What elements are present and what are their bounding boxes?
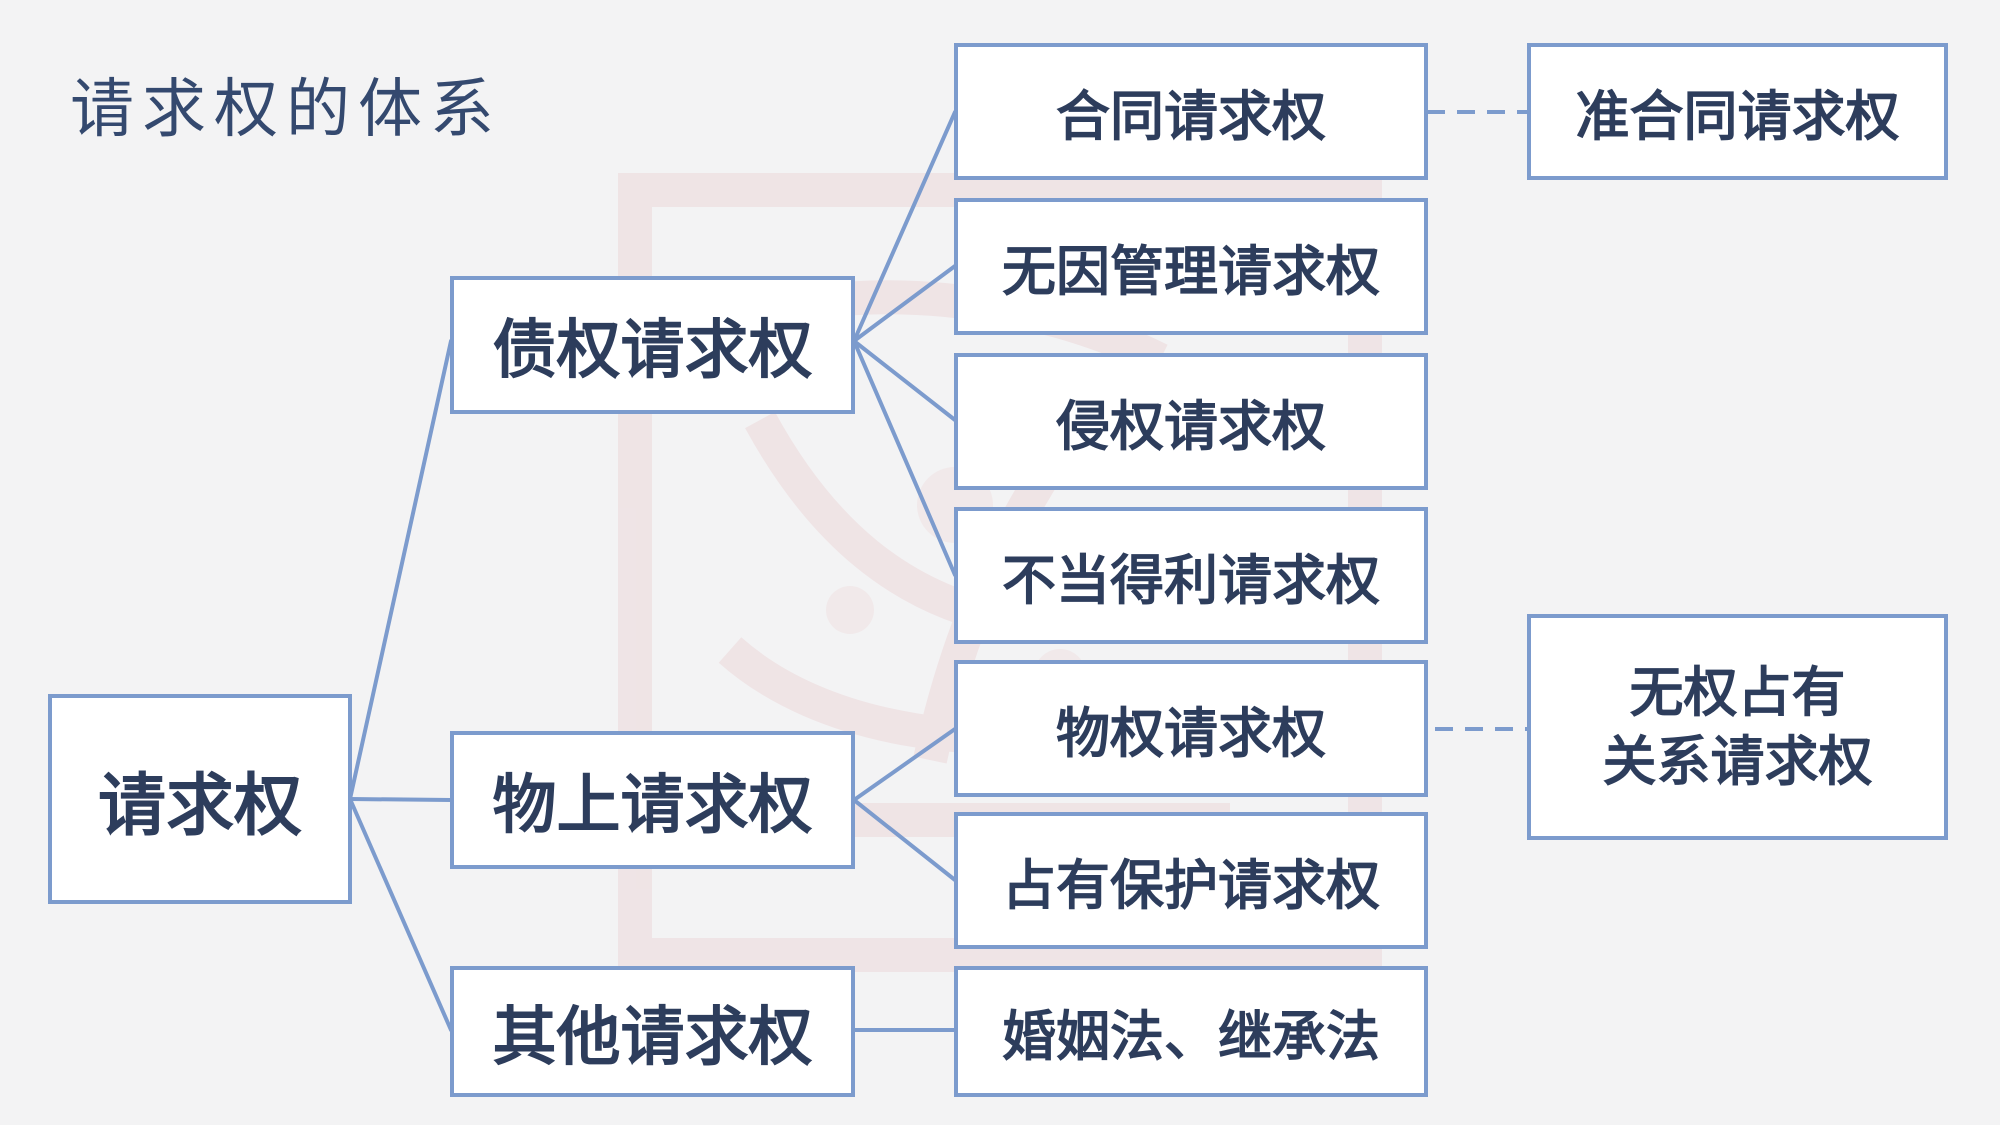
node-management: 无因管理请求权 <box>954 198 1428 335</box>
node-real: 物上请求权 <box>450 731 855 869</box>
node-enrichment-label: 不当得利请求权 <box>1002 549 1380 612</box>
line-debt-management <box>852 264 957 343</box>
node-unauthorized-line2: 关系请求权 <box>1602 730 1873 793</box>
node-property-label: 物权请求权 <box>1056 702 1326 765</box>
node-enrichment: 不当得利请求权 <box>954 507 1428 644</box>
node-possession-label: 占有保护请求权 <box>1002 854 1380 917</box>
node-property: 物权请求权 <box>954 660 1428 797</box>
node-possession: 占有保护请求权 <box>954 812 1428 949</box>
line-real-possession <box>852 798 957 882</box>
node-quasi-contract: 准合同请求权 <box>1527 43 1948 180</box>
line-root-debt <box>348 339 453 801</box>
line-real-property <box>852 727 957 802</box>
node-family-label: 婚姻法、继承法 <box>1002 1005 1380 1068</box>
line-root-real <box>348 797 453 802</box>
node-tort: 侵权请求权 <box>954 353 1428 490</box>
node-family: 婚姻法、继承法 <box>954 966 1428 1097</box>
node-unauthorized-line1: 无权占有 <box>1629 660 1846 724</box>
node-contract: 合同请求权 <box>954 43 1428 180</box>
node-root: 请求权 <box>48 694 352 904</box>
node-root-label: 请求权 <box>97 766 302 846</box>
line-debt-contract <box>852 110 957 343</box>
node-management-label: 无因管理请求权 <box>1002 240 1380 303</box>
node-other: 其他请求权 <box>450 966 855 1097</box>
page-title: 请求权的体系 <box>70 73 502 147</box>
node-unauthorized: 无权占有 关系请求权 <box>1527 614 1948 840</box>
line-root-other <box>348 797 453 1032</box>
node-debt-label: 债权请求权 <box>492 314 813 388</box>
node-other-label: 其他请求权 <box>492 1000 813 1075</box>
line-debt-tort <box>852 339 957 422</box>
node-debt: 债权请求权 <box>450 276 855 414</box>
node-contract-label: 合同请求权 <box>1056 85 1326 148</box>
line-debt-enrichment <box>852 339 957 577</box>
node-real-label: 物上请求权 <box>492 769 813 843</box>
node-quasi-contract-label: 准合同请求权 <box>1575 85 1900 148</box>
node-tort-label: 侵权请求权 <box>1056 395 1326 458</box>
